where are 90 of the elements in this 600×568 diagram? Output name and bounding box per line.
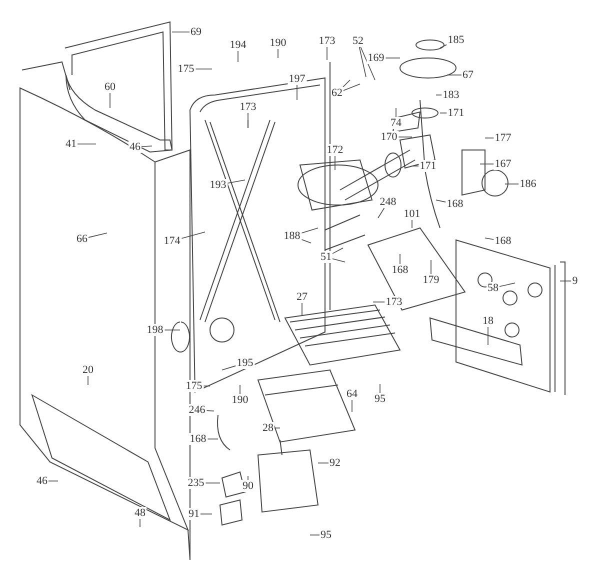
callout-number: 174 (162, 235, 182, 247)
callout-number: 188 (282, 230, 302, 242)
callout-number: 41 (64, 138, 78, 150)
leader-line (358, 46, 366, 78)
callout-number: 95 (374, 393, 386, 405)
leader-line (334, 156, 336, 170)
callout-number: 91 (188, 508, 200, 520)
callout-number: 92 (328, 457, 342, 469)
leader-line (436, 200, 446, 202)
leader-line (446, 74, 462, 76)
leader-line (300, 239, 312, 244)
callout-number: 197 (288, 73, 306, 85)
callout-number: 52 (352, 35, 364, 47)
callout-number: 169 (366, 52, 386, 64)
callout-number: 198 (146, 324, 164, 336)
callout-number: 66 (76, 233, 88, 245)
callout-number: 28 (262, 422, 274, 434)
leader-line (204, 482, 220, 484)
leader-line (141, 146, 152, 148)
leader-line (436, 94, 442, 96)
leader-line (194, 68, 212, 70)
callout-number: 51 (320, 251, 332, 263)
leader-line (310, 534, 320, 536)
callout-number: 69 (190, 26, 202, 38)
callout-number: 172 (326, 144, 344, 156)
callout-number: 60 (104, 81, 116, 93)
leader-line (440, 112, 448, 114)
callout-number: 193 (208, 179, 228, 191)
callout-number: 64 (346, 388, 358, 400)
callout-number: 194 (228, 39, 248, 51)
callout-number: 190 (230, 394, 250, 406)
callout-number: 58 (486, 282, 500, 294)
leader-line (300, 228, 318, 234)
callout-number: 20 (82, 364, 94, 376)
callout-number: 27 (296, 291, 308, 303)
callout-number: 67 (462, 69, 474, 81)
callout-number: 18 (482, 315, 494, 327)
callout-number: 171 (418, 160, 438, 172)
leader-line (484, 238, 494, 240)
callout-number: 168 (188, 433, 208, 445)
callout-number: 46 (36, 475, 48, 487)
callout-number: 46 (128, 141, 142, 153)
callout-number: 177 (494, 132, 512, 144)
leader-line (318, 462, 329, 464)
leader-line (378, 208, 385, 218)
callout-number: 74 (390, 117, 402, 129)
leader-line (342, 80, 350, 88)
callout-number: 170 (380, 131, 398, 143)
callout-number: 175 (176, 63, 196, 75)
callout-number: 183 (442, 89, 460, 101)
leader-line (206, 438, 218, 440)
callout-number: 168 (390, 264, 410, 276)
callout-number: 62 (330, 87, 344, 99)
callout-number: 173 (384, 296, 404, 308)
callout-number: 171 (446, 107, 466, 119)
callout-number: 235 (186, 477, 206, 489)
leader-line (296, 84, 298, 100)
callout-number: 195 (236, 357, 254, 369)
callout-number: 173 (238, 101, 258, 113)
leader-line (332, 258, 346, 262)
leader-line (88, 232, 108, 238)
callout-number: 190 (268, 37, 288, 49)
leader-line (326, 46, 328, 60)
callout-number: 101 (402, 208, 422, 220)
leader-line (560, 280, 572, 282)
leader-line (398, 136, 412, 138)
callout-number: 95 (320, 529, 332, 541)
callout-number: 246 (188, 404, 206, 416)
callout-number: 168 (446, 198, 464, 210)
leader-line (180, 232, 206, 239)
callout-number: 248 (378, 196, 398, 208)
callout-number: 9 (571, 275, 579, 287)
callout-number: 90 (242, 480, 254, 492)
leader-line (222, 365, 236, 370)
callout-number: 186 (518, 178, 538, 190)
callout-number: 173 (318, 35, 336, 47)
callout-number: 48 (134, 507, 146, 519)
callout-number: 185 (446, 34, 466, 46)
callout-number: 175 (184, 380, 204, 392)
leader-line (360, 46, 376, 80)
leader-line (343, 84, 360, 91)
callout-number: 168 (494, 235, 512, 247)
leader-line (226, 180, 246, 184)
callout-number: 167 (494, 158, 512, 170)
leader-line (48, 480, 58, 482)
callout-number: 179 (422, 274, 440, 286)
leader-line (430, 260, 432, 274)
leader-line (440, 44, 448, 48)
leader-line (332, 248, 344, 254)
leader-line (499, 282, 516, 287)
